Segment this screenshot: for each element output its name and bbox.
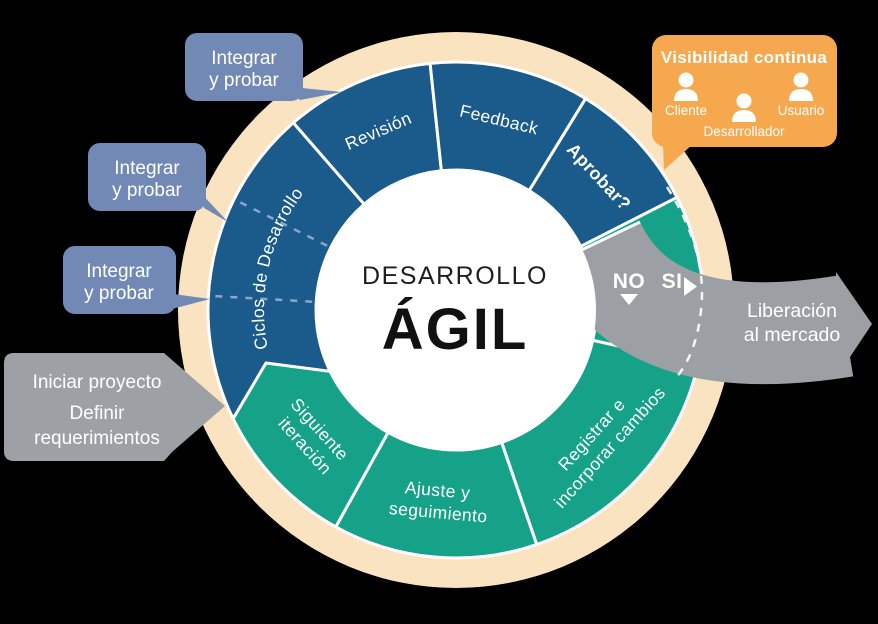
person-body bbox=[789, 89, 813, 101]
si-dashed-path bbox=[665, 186, 704, 379]
role-usuario: Usuario bbox=[778, 103, 825, 118]
release-label-line2: al mercado bbox=[744, 324, 841, 346]
integrar-callout-2-line1: Integrar bbox=[114, 158, 180, 179]
person-body bbox=[674, 89, 698, 101]
decision-labels: NO SI Liberación al mercado bbox=[613, 270, 841, 346]
center-title-line2: ÁGIL bbox=[382, 297, 529, 362]
integrar-callout-3-tail bbox=[166, 293, 210, 309]
integrar-callout-1-line2: y probar bbox=[209, 70, 279, 91]
start-project-line2: Definir bbox=[70, 403, 126, 424]
start-project-callout: Iniciar proyecto Definir requerimientos bbox=[4, 353, 225, 461]
visibility-callout: Visibilidad continua Cliente Desarrollad… bbox=[652, 35, 837, 170]
si-arrow-right-icon bbox=[684, 277, 697, 296]
visibility-title: Visibilidad continua bbox=[661, 48, 828, 67]
cycle-subdividers bbox=[210, 199, 328, 303]
visibility-callout-box bbox=[652, 35, 837, 147]
integrar-callout-2: Integrar y probar bbox=[88, 143, 228, 222]
person-icon-cliente bbox=[674, 72, 698, 101]
person-head bbox=[678, 72, 694, 88]
no-label: NO bbox=[613, 270, 646, 293]
start-project-line3: requerimientos bbox=[34, 428, 160, 449]
start-project-line1: Iniciar proyecto bbox=[33, 372, 162, 393]
release-label-line1: Liberación bbox=[747, 300, 837, 322]
integrar-callout-2-box bbox=[88, 143, 206, 211]
no-arrow-down-icon bbox=[620, 294, 638, 305]
subdivider-1 bbox=[210, 294, 313, 303]
role-cliente: Cliente bbox=[665, 103, 707, 118]
person-head bbox=[736, 93, 752, 109]
si-label: SI bbox=[662, 270, 683, 293]
center-title-line1: DESARROLLO bbox=[362, 262, 548, 290]
visibility-callout-tail bbox=[663, 144, 693, 170]
integrar-callout-1-line1: Integrar bbox=[211, 48, 277, 69]
integrar-callout-3: Integrar y probar bbox=[63, 246, 210, 314]
person-icon-usuario bbox=[789, 72, 813, 101]
start-project-box bbox=[4, 353, 225, 461]
release-band-body bbox=[547, 220, 854, 385]
integrar-callout-2-line2: y probar bbox=[112, 180, 182, 201]
integrar-callout-1-box bbox=[185, 33, 303, 101]
integrar-callout-3-line2: y probar bbox=[84, 283, 154, 304]
release-arrow-head bbox=[836, 272, 872, 378]
role-desarrollador: Desarrollador bbox=[703, 124, 785, 139]
integrar-callout-3-box bbox=[63, 246, 176, 314]
person-head bbox=[793, 72, 809, 88]
integrar-callout-1: Integrar y probar bbox=[185, 33, 342, 101]
person-body bbox=[732, 110, 756, 122]
integrar-callout-3-line1: Integrar bbox=[86, 261, 152, 282]
person-icon-desarrollador bbox=[732, 93, 756, 122]
center-disc bbox=[316, 170, 596, 450]
subdivider-2 bbox=[235, 199, 328, 247]
